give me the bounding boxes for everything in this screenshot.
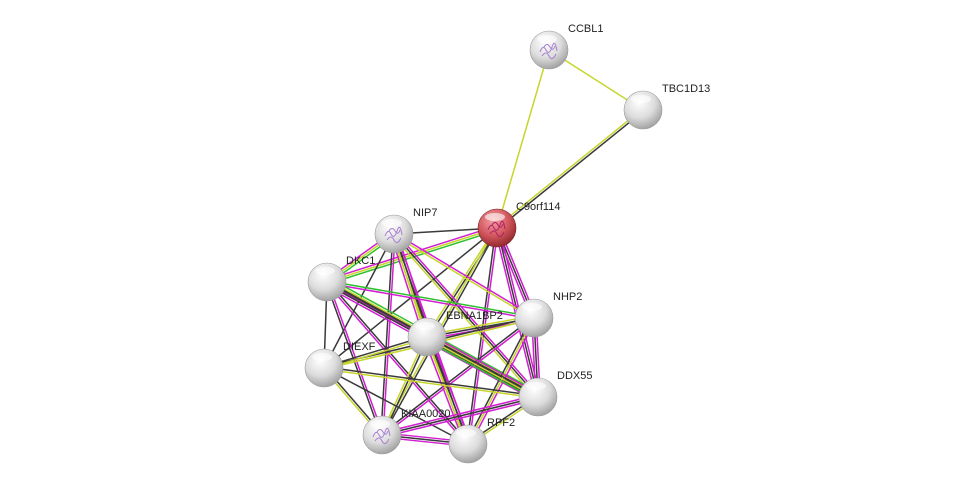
node-highlight — [456, 429, 476, 437]
edge-NIP7-KIAA0020-coexpression[interactable] — [380, 233, 394, 435]
edge-TBC1D13-C9orf114-textmining[interactable] — [495, 108, 643, 228]
node-highlight — [526, 382, 546, 390]
protein-structure-icon — [539, 42, 558, 60]
edge-DIEXF-DDX55-coexpression[interactable] — [324, 366, 539, 397]
protein-structure-icon — [384, 226, 403, 244]
node-highlight — [485, 213, 505, 221]
node-label: TBC1D13 — [662, 83, 710, 95]
node-label: NHP2 — [553, 291, 582, 303]
edge-DIEXF-DDX55-textmining[interactable] — [323, 368, 538, 399]
edge-EBNA1BP2-DDX55-experiments[interactable] — [428, 333, 540, 395]
edges-layer — [322, 49, 645, 447]
node-highlight — [537, 35, 557, 43]
edge-DKC1-RPF2-coexpression[interactable] — [327, 280, 470, 444]
node-NIP7[interactable]: NIP7 — [374, 207, 437, 254]
node-DDX55[interactable]: DDX55 — [518, 370, 592, 417]
edge-DKC1-NHP2-experiments[interactable] — [326, 282, 534, 320]
nodes-layer: CCBL1TBC1D13C9orf114NIP7DKC1NHP2EBNA1BP2… — [304, 23, 710, 464]
node-RPF2[interactable]: RPF2 — [448, 417, 515, 464]
protein-structure-icon — [487, 220, 506, 238]
edge-DKC1-KIAA0020-coexpression[interactable] — [325, 282, 382, 436]
edge-NIP7-DDX55-experiments[interactable] — [395, 232, 541, 397]
edge-NHP2-KIAA0020-coexpression[interactable] — [380, 316, 534, 435]
node-C9orf114[interactable]: C9orf114 — [477, 201, 560, 248]
node-label: NIP7 — [413, 207, 437, 219]
edge-C9orf114-EBNA1BP2-textmining[interactable] — [425, 227, 497, 337]
edge-NIP7-NHP2-experiments[interactable] — [394, 232, 535, 318]
edge-EBNA1BP2-RPF2-experiments[interactable] — [429, 335, 472, 444]
edge-EBNA1BP2-DDX55-neighborhood[interactable] — [425, 339, 537, 401]
node-TBC1D13[interactable]: TBC1D13 — [623, 83, 710, 130]
edge-C9orf114-DKC1-neighborhood[interactable] — [327, 229, 498, 285]
edge-NHP2-KIAA0020-experiments[interactable] — [382, 318, 536, 437]
node-highlight — [522, 303, 542, 311]
edge-EBNA1BP2-DDX55-coexpression[interactable] — [427, 335, 539, 397]
edge-NIP7-DDX55-coexpression[interactable] — [393, 233, 539, 398]
node-label: C9orf114 — [516, 201, 560, 213]
node-label: RPF2 — [487, 417, 515, 429]
edge-EBNA1BP2-RPF2-experiments[interactable] — [423, 337, 466, 446]
node-highlight — [631, 95, 651, 103]
protein-structure-icon — [372, 427, 391, 445]
edge-CCBL1-C9orf114-textmining[interactable] — [496, 49, 550, 229]
edge-NIP7-DDX55-textmining[interactable] — [391, 234, 537, 399]
edge-NIP7-KIAA0020-experiments[interactable] — [382, 234, 396, 436]
node-CCBL1[interactable]: CCBL1 — [529, 23, 603, 70]
node-DKC1[interactable]: DKC1 — [307, 255, 375, 302]
node-label: CCBL1 — [568, 23, 603, 35]
edge-DIEXF-RPF2-coexpression[interactable] — [323, 367, 469, 445]
edge-EBNA1BP2-DDX55-textmining[interactable] — [426, 337, 538, 399]
node-DIEXF[interactable]: DIEXF — [304, 341, 376, 388]
edge-DDX55-KIAA0020-coexpression[interactable] — [381, 396, 539, 436]
node-highlight — [415, 322, 435, 330]
node-label: DIEXF — [343, 341, 376, 353]
edge-TBC1D13-C9orf114-coexpression[interactable] — [497, 110, 645, 230]
edge-NIP7-NHP2-textmining[interactable] — [393, 234, 534, 320]
node-KIAA0020[interactable]: KIAA0020 — [362, 408, 451, 455]
node-label: DKC1 — [346, 255, 375, 267]
node-highlight — [315, 267, 335, 275]
node-highlight — [382, 219, 402, 227]
node-label: KIAA0020 — [401, 408, 451, 420]
node-highlight — [370, 420, 390, 428]
edge-DKC1-NHP2-neighborhood[interactable] — [327, 280, 535, 318]
edge-DDX55-KIAA0020-experiments[interactable] — [381, 394, 538, 434]
edge-DDX55-KIAA0020-experiments[interactable] — [382, 398, 539, 438]
node-NHP2[interactable]: NHP2 — [514, 291, 582, 338]
node-label: DDX55 — [557, 370, 592, 382]
edge-C9orf114-EBNA1BP2-coexpression[interactable] — [427, 228, 499, 338]
node-label: EBNA1BP2 — [446, 310, 503, 322]
node-EBNA1BP2[interactable]: EBNA1BP2 — [407, 310, 503, 357]
node-highlight — [312, 353, 332, 361]
